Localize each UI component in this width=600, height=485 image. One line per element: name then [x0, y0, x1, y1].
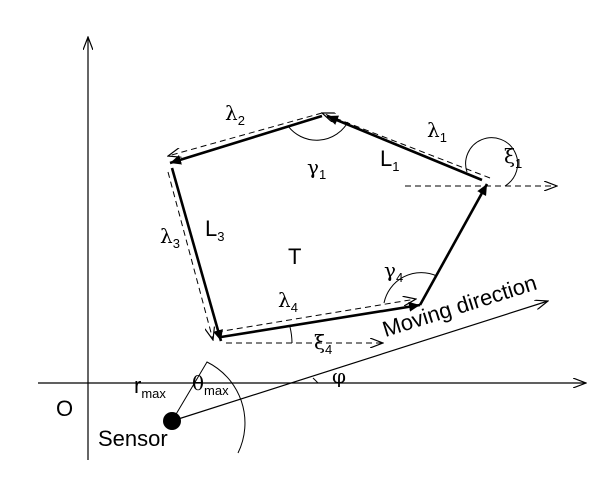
lambda2-vector [168, 112, 323, 156]
xi1-arc [465, 137, 519, 187]
lambda1-label: λ1 [427, 118, 447, 145]
xi1-label: ξ1 [504, 144, 523, 171]
L1-label: L1 [380, 146, 400, 174]
phi-arc [312, 377, 319, 384]
lambda4-label: λ4 [278, 288, 298, 315]
lambda3-vector [167, 171, 213, 340]
sensor-fov-sector [171, 361, 246, 454]
xi4-arc [289, 326, 293, 344]
gamma1-label: γ1 [307, 155, 327, 182]
edge-L3 [170, 167, 223, 342]
gamma4-arc [383, 272, 438, 304]
lambda2-label: λ2 [225, 101, 245, 128]
xi4-label: ξ4 [314, 330, 333, 357]
edge-L1 [326, 114, 483, 182]
origin-label: O [56, 396, 74, 421]
gamma1-arc [287, 121, 349, 141]
theta-max-label: θmax [192, 371, 229, 398]
edge-L4 [220, 301, 421, 339]
r-max-label: rmax [134, 373, 166, 401]
moving-direction-line [171, 301, 548, 422]
edge-L5 [418, 183, 489, 306]
sensor-dot [163, 412, 181, 430]
target-label: T [288, 244, 302, 269]
lambda4-vector [216, 299, 416, 333]
edge-L2 [169, 114, 323, 165]
phi-label: φ [332, 364, 347, 388]
gamma4-label: γ4 [384, 258, 404, 285]
lambda1-vector [322, 113, 491, 179]
lambda3-label: λ3 [160, 224, 180, 251]
L3-label: L3 [205, 216, 225, 244]
sensor-label: Sensor [98, 426, 168, 451]
